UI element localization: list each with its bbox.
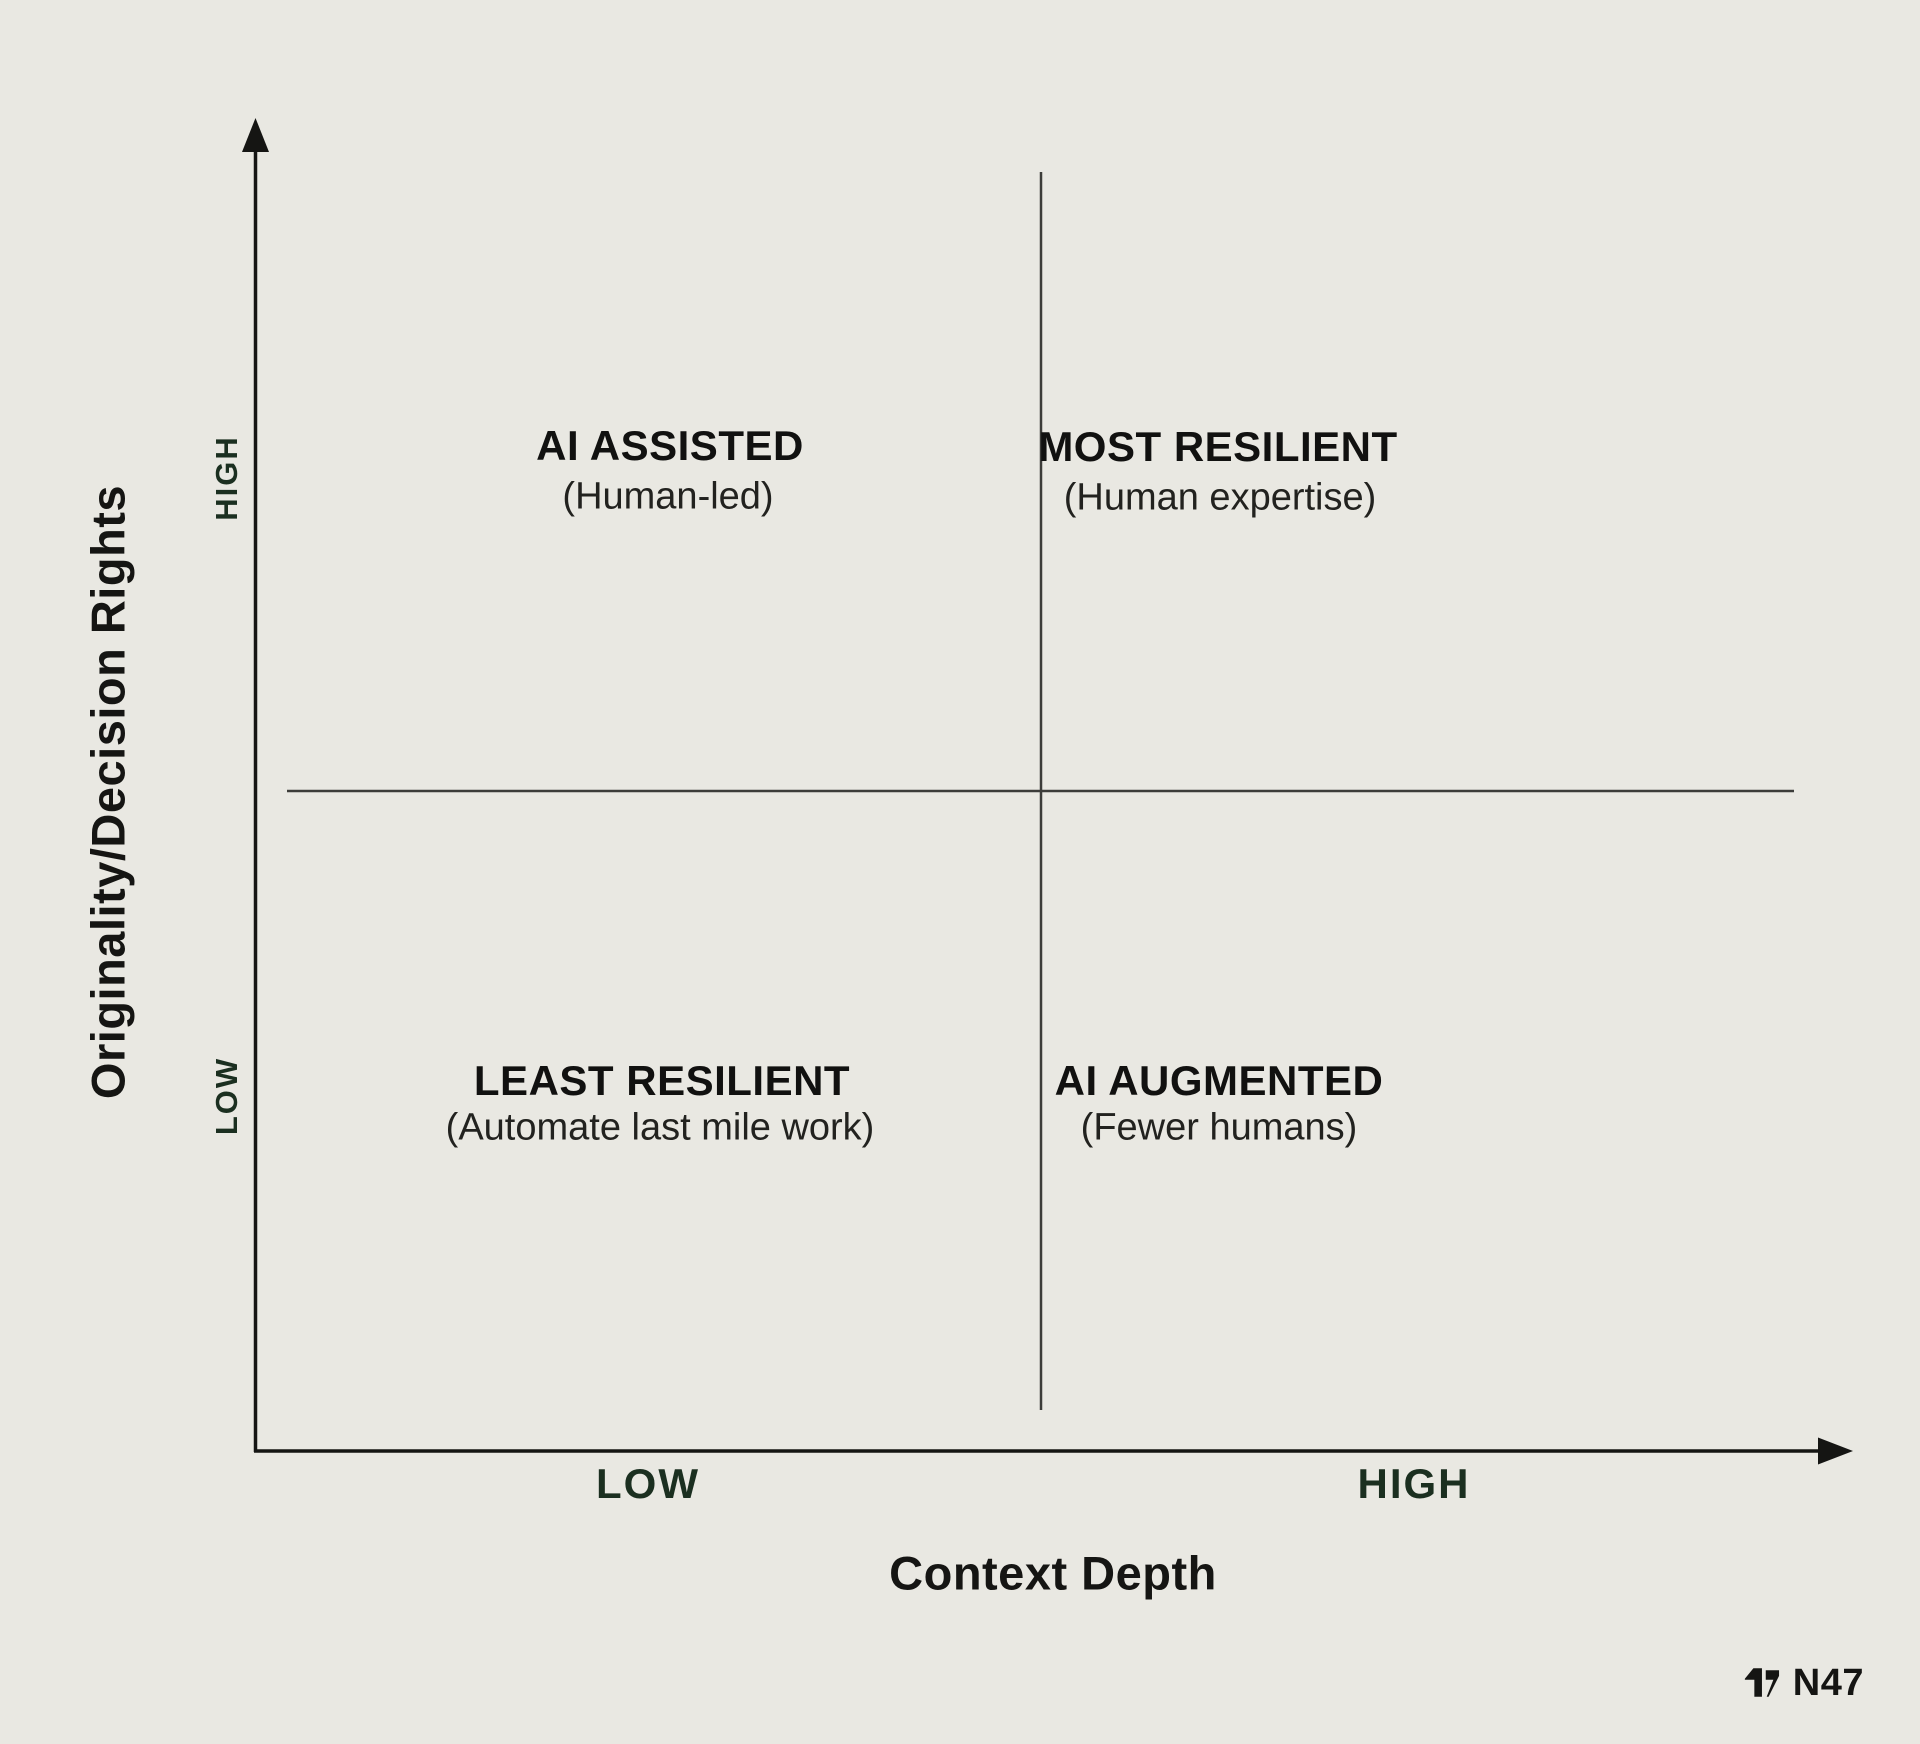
y-axis-arrowhead-icon	[242, 118, 269, 152]
x-axis-high-label: HIGH	[1357, 1460, 1471, 1507]
y-axis-low-label: LOW	[209, 1056, 244, 1136]
x-axis-arrowhead-icon	[1818, 1437, 1853, 1465]
quadrant-top-right-subtitle: (Human expertise)	[1063, 476, 1377, 519]
quadrant-bottom-left-subtitle: (Automate last mile work)	[445, 1106, 875, 1149]
quadrant-top-left-title: AI ASSISTED	[536, 422, 804, 469]
quadrant-bottom-right-title: AI AUGMENTED	[1054, 1057, 1384, 1104]
y-axis-high-label: HIGH	[209, 435, 244, 521]
quadrant-bottom-right-subtitle: (Fewer humans)	[1080, 1106, 1358, 1149]
n47-logo-text: N47	[1792, 1662, 1864, 1704]
n47-logo: N47	[1742, 1662, 1864, 1705]
quadrant-top-left-subtitle: (Human-led)	[562, 475, 774, 518]
x-axis-title: Context Depth	[889, 1546, 1217, 1600]
quadrant-bottom-left-title: LEAST RESILIENT	[473, 1057, 851, 1104]
quadrant-top-right-title: MOST RESILIENT	[1038, 423, 1398, 470]
x-axis-low-label: LOW	[596, 1460, 700, 1507]
y-axis-title: Originality/Decision Rights	[81, 484, 135, 1100]
n47-logo-icon	[1744, 1668, 1779, 1697]
